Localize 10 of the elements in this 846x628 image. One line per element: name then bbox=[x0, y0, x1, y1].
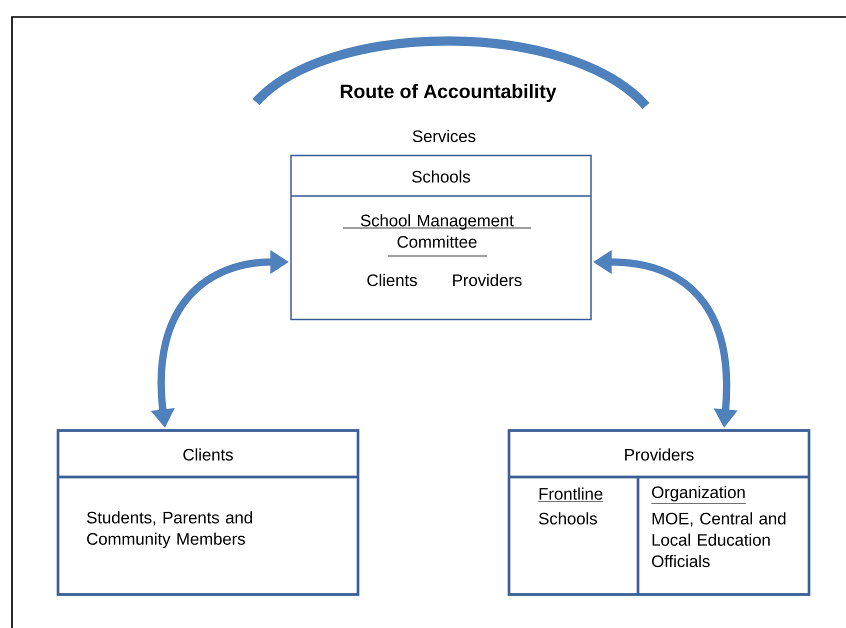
schools-box: Schools School Management Committee Clients Providers bbox=[290, 154, 592, 320]
node-label: Schools bbox=[412, 170, 470, 183]
title: Route of Accountability bbox=[340, 84, 556, 102]
node-label: Providers bbox=[453, 274, 522, 286]
frontline-cell: Frontline Schools bbox=[538, 488, 604, 524]
node-label: Services bbox=[412, 130, 476, 142]
node-label: Clients bbox=[367, 274, 417, 286]
node-label: School Management Committee bbox=[360, 214, 514, 248]
clients-box: Clients Students, Parents and Community Members bbox=[56, 429, 360, 596]
organization-cell: Organization MOE, Central and Local Education Officials bbox=[636, 477, 786, 595]
